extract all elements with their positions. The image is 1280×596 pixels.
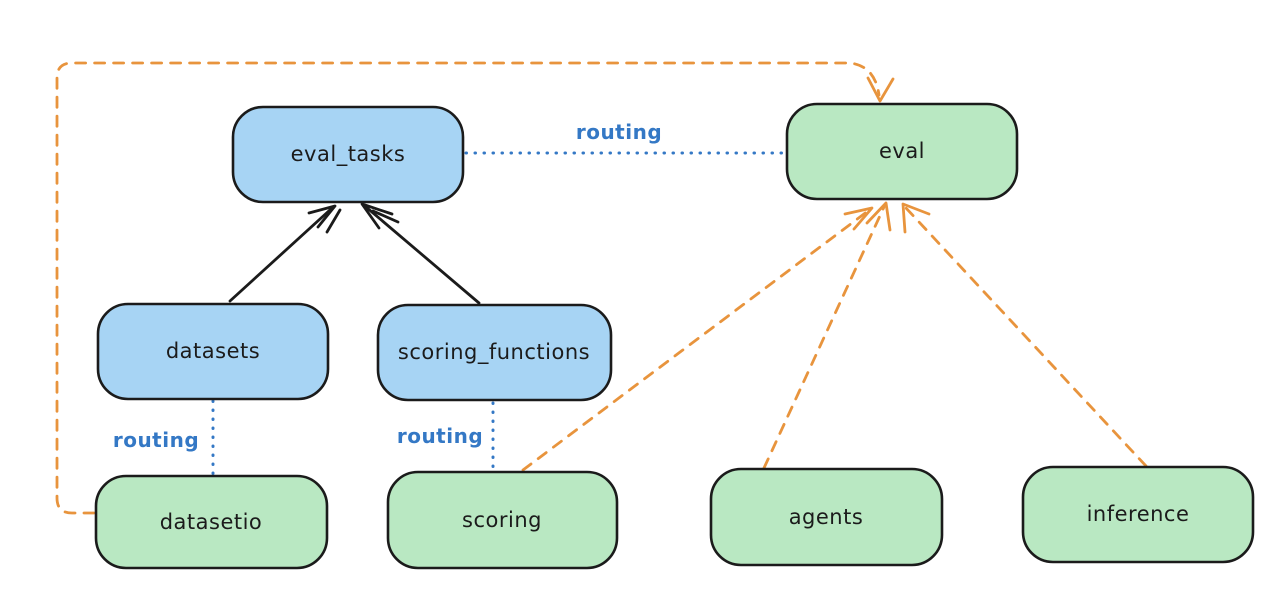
edge-inference-to-eval — [901, 202, 1148, 468]
edge-datasetio-to-eval — [55, 61, 895, 515]
edge-eval-tasks-to-eval: routing — [464, 120, 786, 155]
node-datasetio-label: datasetio — [160, 510, 263, 534]
node-eval: eval — [785, 102, 1019, 201]
node-agents: agents — [709, 467, 944, 567]
node-datasets-label: datasets — [166, 339, 260, 363]
node-eval-tasks-label: eval_tasks — [291, 142, 406, 167]
edge-datasets-to-datasetio: routing — [113, 399, 215, 476]
routing-label-left: routing — [113, 428, 199, 452]
node-datasetio: datasetio — [94, 474, 329, 570]
edge-datasets-to-eval-tasks — [228, 204, 342, 303]
node-eval-label: eval — [879, 139, 925, 163]
node-inference-label: inference — [1087, 502, 1190, 526]
edge-scoring-functions-to-eval-tasks — [360, 202, 481, 305]
routing-label-top: routing — [576, 120, 662, 144]
node-inference: inference — [1021, 465, 1255, 564]
routing-label-middle: routing — [397, 424, 483, 448]
edge-scoring-functions-to-scoring: routing — [397, 401, 495, 471]
edge-scoring-to-eval — [521, 206, 874, 472]
node-scoring-functions-label: scoring_functions — [398, 340, 590, 365]
node-eval-tasks: eval_tasks — [231, 105, 465, 204]
node-scoring-functions: scoring_functions — [376, 303, 613, 402]
node-agents-label: agents — [789, 505, 864, 529]
edge-agents-to-eval — [762, 201, 892, 470]
node-scoring: scoring — [386, 470, 619, 570]
node-datasets: datasets — [96, 302, 330, 401]
node-scoring-label: scoring — [462, 508, 542, 532]
